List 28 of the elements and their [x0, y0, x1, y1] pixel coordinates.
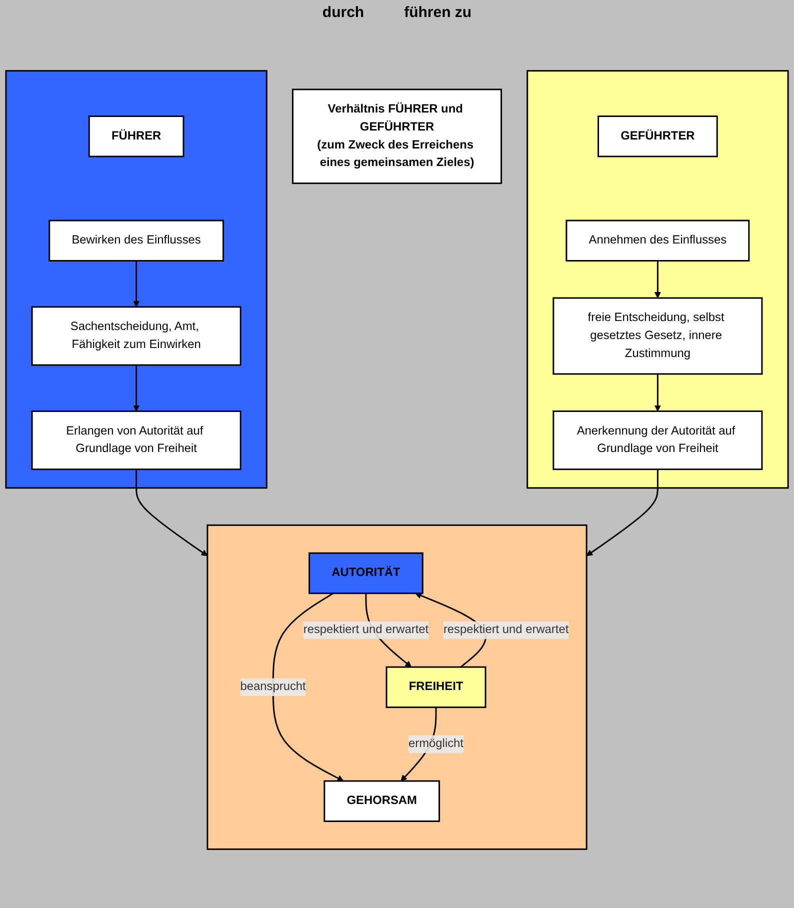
arrow [272, 592, 344, 782]
node-box: freie Entscheidung, selbst gesetztes Gesetz, innere Zustimmung [552, 297, 763, 375]
node-box: AUTORITÄT [308, 552, 424, 594]
cluster [526, 70, 789, 489]
node-box: GEHORSAM [324, 780, 440, 822]
arrow [654, 260, 661, 298]
edge-label: ermöglicht [408, 737, 464, 750]
node-box: GEFÜHRTER [598, 116, 718, 158]
edge-label: respektiert und erwartet [443, 623, 569, 636]
node-box: FREIHEIT [386, 666, 486, 708]
node-box: FÜHRER [88, 116, 184, 158]
node-box: Erlangen von Autorität auf Grundlage von Freiheit [31, 410, 242, 470]
arrow [654, 374, 661, 412]
node-box: Bewirken des Einflusses [48, 220, 224, 262]
node-box: Annehmen des Einflusses [566, 220, 750, 262]
arrow [586, 469, 658, 556]
arrow [133, 365, 140, 412]
node-box: Sachentscheidung, Amt, Fähigkeit zum Einwirken [31, 306, 242, 366]
arrow [136, 469, 208, 556]
cluster [5, 70, 268, 489]
edge-label: beansprucht [240, 680, 306, 694]
arrow [133, 260, 140, 308]
note-text: durch [322, 4, 364, 21]
note-text: führen zu [404, 4, 472, 21]
cluster [206, 524, 588, 850]
node-box: Verhältnis FÜHRER und GEFÜHRTER (zum Zweck des Erreichens eines gemeinsamen Zieles) [292, 88, 502, 184]
node-box: Anerkennung der Autorität auf Grundlage von Freiheit [552, 410, 763, 470]
edge-label: respektiert und erwartet [303, 623, 429, 636]
